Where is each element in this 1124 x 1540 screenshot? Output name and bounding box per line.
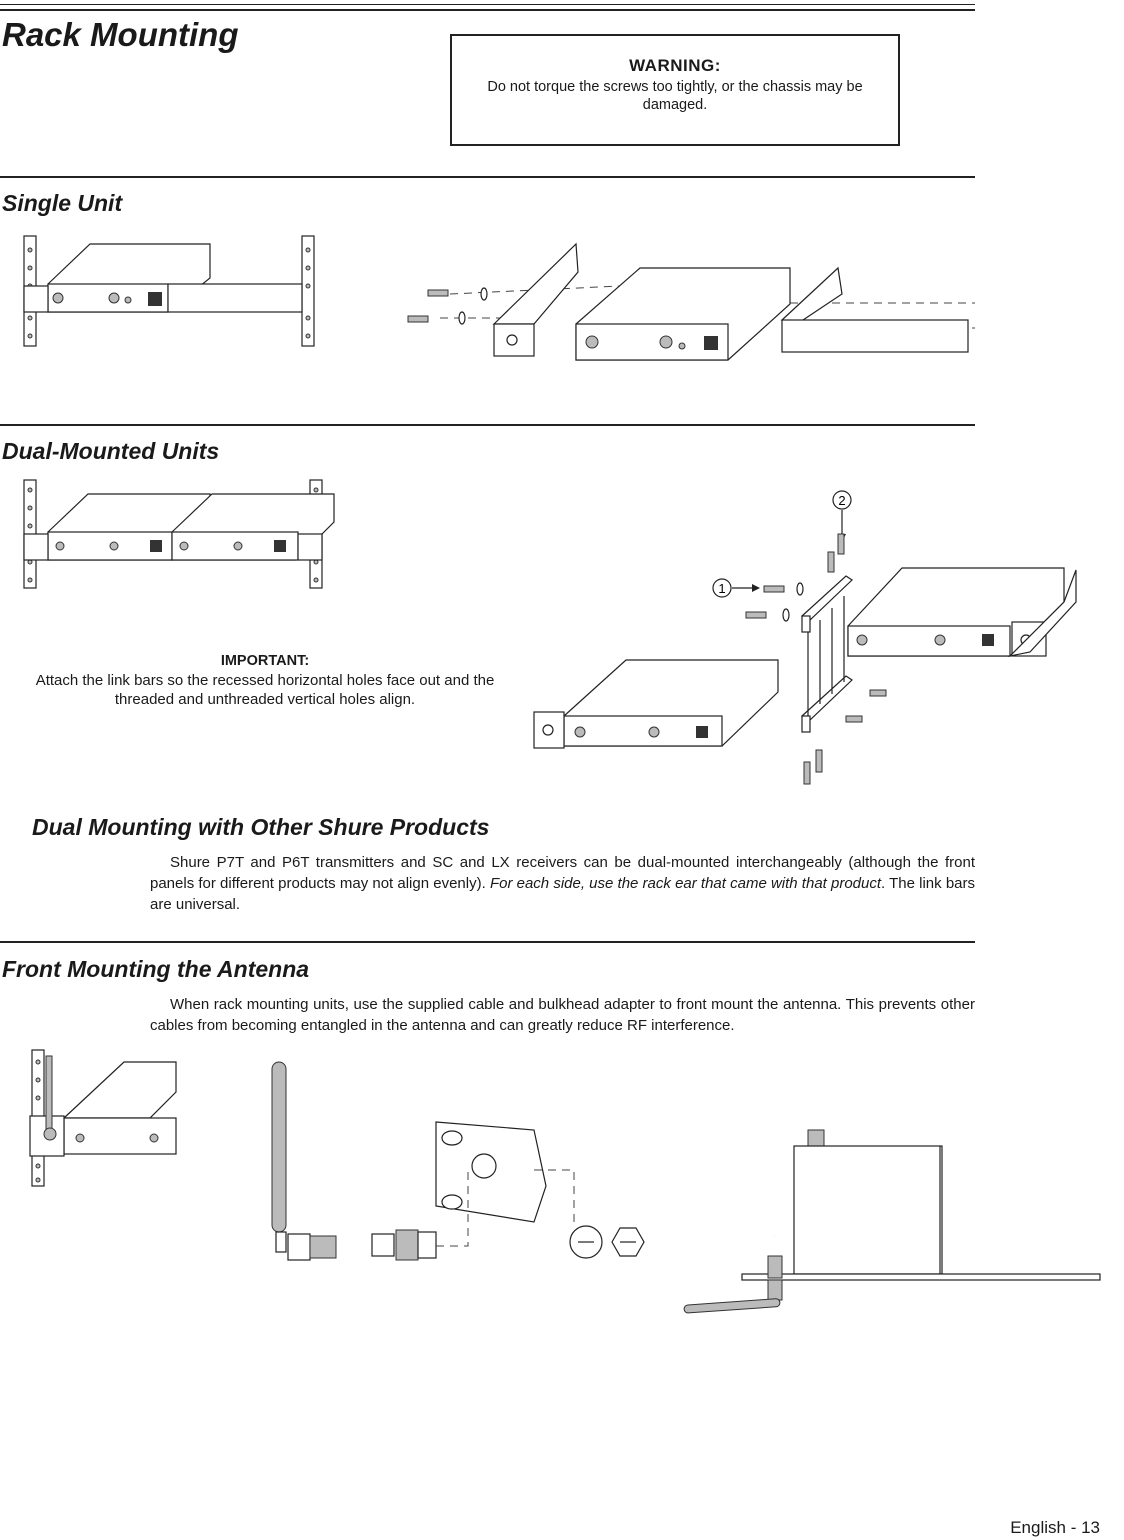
heading-antenna: Front Mounting the Antenna xyxy=(2,956,310,982)
single-unit-illustration xyxy=(23,235,975,361)
important-note: IMPORTANT: Attach the link bars so the r… xyxy=(30,652,500,709)
callout-1 xyxy=(712,578,732,598)
callout-2 xyxy=(832,490,852,510)
important-body: Attach the link bars so the recessed hor… xyxy=(35,672,495,708)
heading-dual-other: Dual Mounting with Other Shure Products xyxy=(32,814,490,840)
antenna-illustration xyxy=(29,1049,1101,1314)
section-rule-antenna xyxy=(0,941,975,943)
top-rule xyxy=(0,9,975,11)
dual-mounted-illustration: 2 1 xyxy=(23,479,1077,785)
heading-dual-mounted: Dual-Mounted Units xyxy=(2,438,220,464)
section-rule-dual xyxy=(0,424,975,426)
dual-other-paragraph: Shure P7T and P6T transmitters and SC an… xyxy=(150,852,975,915)
callout-1-label: 1 xyxy=(718,581,725,596)
page-title: Rack Mounting xyxy=(2,16,239,53)
warning-title: WARNING: xyxy=(629,56,721,75)
important-title: IMPORTANT: xyxy=(220,653,310,669)
dual-other-end: . The link bars are universal. xyxy=(150,875,975,913)
heading-single-unit: Single Unit xyxy=(2,190,123,216)
section-rule-single xyxy=(0,176,975,178)
dual-other-italic: For each side, use the rack ear that cam… xyxy=(489,875,882,892)
warning-box: WARNING: Do not torque the screws too ti… xyxy=(450,34,900,146)
antenna-text: When rack mounting units, use the suppli… xyxy=(150,996,975,1034)
dual-other-text: Shure P7T and P6T transmitters and SC an… xyxy=(150,854,975,892)
top-rule-thin xyxy=(0,4,975,5)
callout-2-label: 2 xyxy=(838,493,845,508)
antenna-paragraph: When rack mounting units, use the suppli… xyxy=(150,994,975,1036)
page-footer: English - 13 xyxy=(1010,1518,1100,1537)
warning-body: Do not torque the screws too tightly, or… xyxy=(487,79,863,113)
